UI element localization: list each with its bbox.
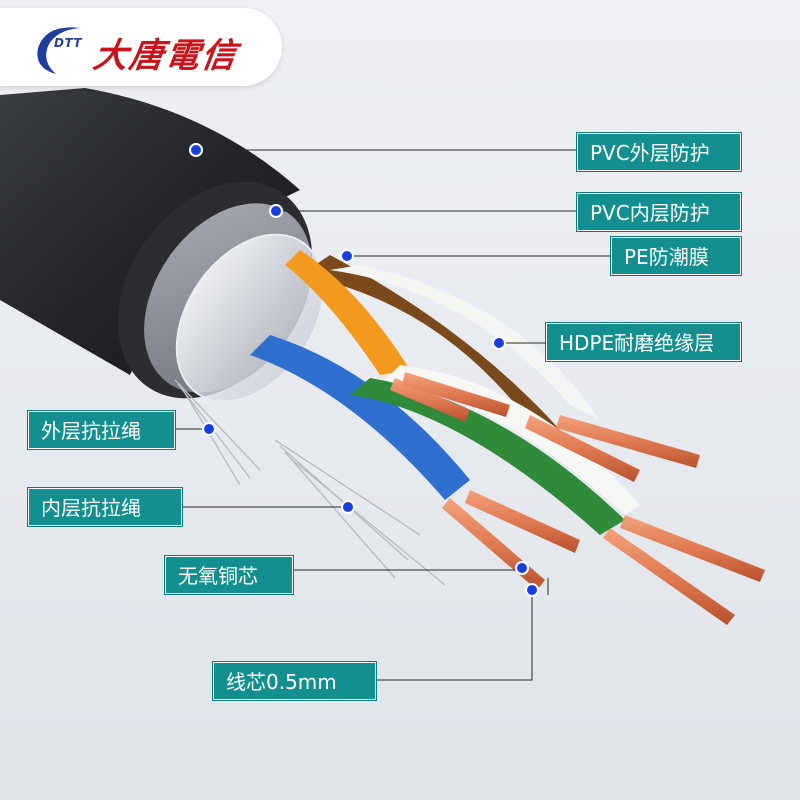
leader-lines [175,149,611,681]
label-inner-rope: 内层抗拉绳 [28,488,182,526]
logo-company-name: 大唐電信 [90,36,241,76]
dot-pvc-outer [189,143,203,157]
callout-dots [189,143,539,597]
copper-cores [390,372,765,625]
label-hdpe: HDPE耐磨绝缘层 [546,323,741,361]
pair-blue [250,335,470,500]
label-pe-film: PE防潮膜 [611,237,741,275]
brand-logo: DTT 大唐電信 [0,8,282,86]
label-pvc-outer: PVC外层防护 [577,133,741,171]
logo-swoosh-icon [37,27,80,74]
dot-pe-film [340,249,354,263]
pair-green [350,378,625,535]
logo-abbreviation: DTT [54,36,83,50]
dot-inner-rope [341,500,355,514]
pvc-outer-jacket [0,88,300,375]
label-wire-core: 线芯0.5mm [213,662,376,700]
label-pvc-inner: PVC内层防护 [577,193,741,231]
dot-copper-core [515,561,529,575]
dot-outer-rope [202,422,216,436]
dot-pvc-inner [269,204,283,218]
dot-wire-core [525,583,539,597]
label-copper-core: 无氧铜芯 [165,556,293,594]
pair-orange [285,250,410,375]
tensile-ropes [174,379,446,586]
label-outer-rope: 外层抗拉绳 [28,411,175,449]
dot-hdpe [492,336,506,350]
pair-white-1 [330,265,600,420]
